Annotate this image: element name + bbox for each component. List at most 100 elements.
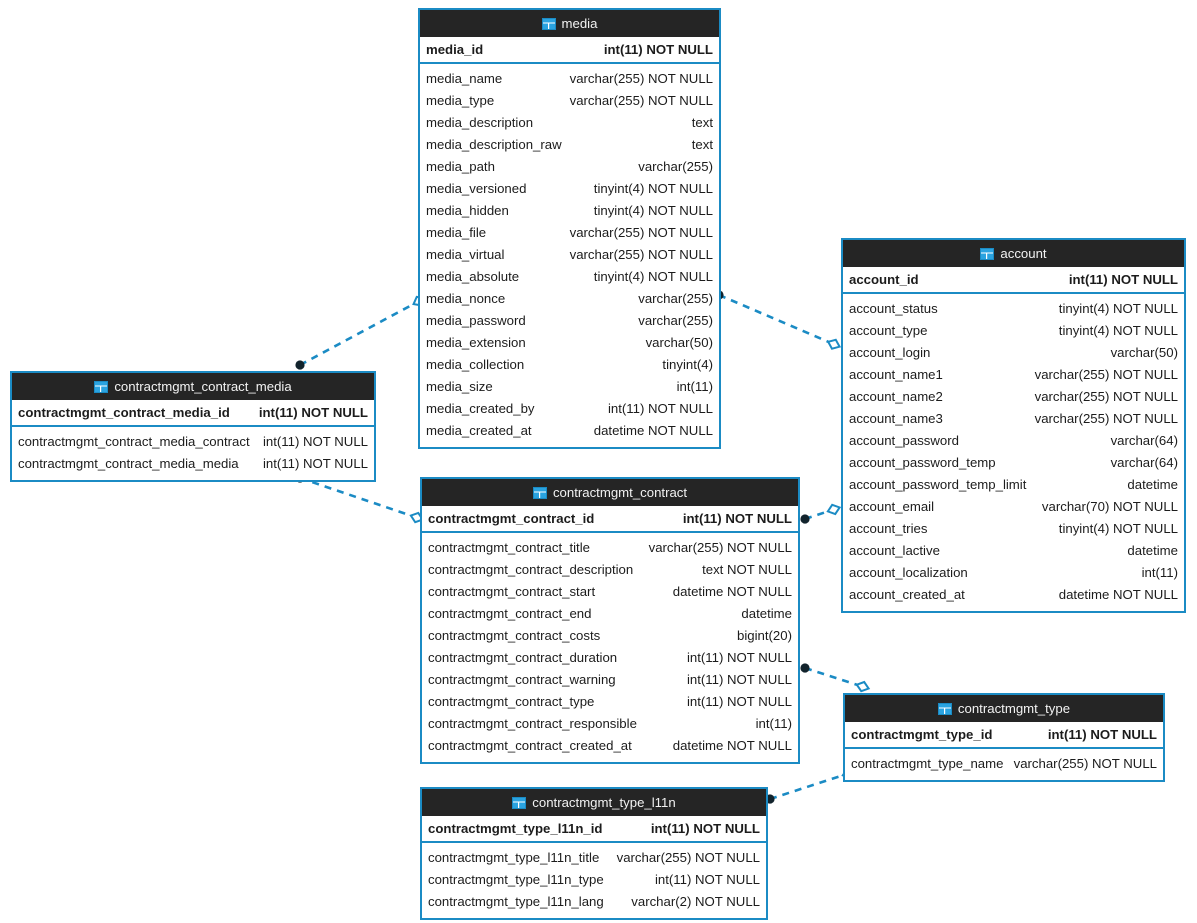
primary-key-type: int(11) NOT NULL bbox=[258, 404, 368, 420]
field-type: varchar(255) bbox=[638, 313, 713, 329]
entity-header-contractmgmt_type_l11n[interactable]: contractmgmt_type_l11n bbox=[422, 789, 766, 816]
field-type: varchar(2) NOT NULL bbox=[631, 894, 760, 910]
field-name: account_password_temp_limit bbox=[849, 477, 1027, 493]
field-name: contractmgmt_type_l11n_lang bbox=[428, 894, 604, 910]
entity-header-media[interactable]: media bbox=[420, 10, 719, 37]
field-name: account_created_at bbox=[849, 587, 965, 603]
field-row[interactable]: account_status tinyint(4) NOT NULL bbox=[843, 298, 1184, 320]
field-type: datetime NOT NULL bbox=[593, 423, 713, 439]
rel-contract-media-to-media[interactable] bbox=[295, 294, 426, 370]
field-type: varchar(255) NOT NULL bbox=[569, 225, 713, 241]
field-type: varchar(70) NOT NULL bbox=[1041, 499, 1178, 515]
rel-contract-to-account[interactable] bbox=[800, 503, 842, 524]
entity-contractmgmt_contract_media[interactable]: contractmgmt_contract_media contractmgmt_… bbox=[10, 371, 376, 482]
field-name: account_status bbox=[849, 301, 938, 317]
entity-title: contractmgmt_contract_media bbox=[114, 378, 292, 394]
primary-key-name: media_id bbox=[426, 41, 484, 57]
entity-header-contractmgmt_contract[interactable]: contractmgmt_contract bbox=[422, 479, 798, 506]
field-name: account_tries bbox=[849, 521, 928, 537]
field-row[interactable]: account_password_temp_limit datetime bbox=[843, 474, 1184, 496]
entity-header-account[interactable]: account bbox=[843, 240, 1184, 267]
relation-dot-endpoint bbox=[800, 514, 810, 524]
field-type: tinyint(4) bbox=[662, 357, 713, 373]
table-icon bbox=[980, 247, 995, 260]
field-name: media_file bbox=[426, 225, 487, 241]
relation-diamond-endpoint bbox=[855, 680, 871, 693]
entity-header-contractmgmt_type[interactable]: contractmgmt_type bbox=[845, 695, 1163, 722]
field-name: media_size bbox=[426, 379, 493, 395]
field-type: varchar(255) NOT NULL bbox=[648, 540, 792, 556]
rel-contract-to-type[interactable] bbox=[800, 663, 871, 693]
field-type: varchar(255) bbox=[638, 291, 713, 307]
field-type: tinyint(4) NOT NULL bbox=[1058, 323, 1178, 339]
field-type: datetime NOT NULL bbox=[672, 738, 792, 754]
primary-key-name: account_id bbox=[849, 271, 919, 287]
field-row[interactable]: media_file varchar(255) NOT NULL bbox=[420, 222, 719, 244]
relation-diamond-endpoint bbox=[826, 503, 842, 516]
relation-line bbox=[804, 509, 830, 521]
rel-media-to-account[interactable] bbox=[714, 290, 842, 351]
field-name: media_path bbox=[426, 159, 495, 175]
field-type: tinyint(4) NOT NULL bbox=[1058, 301, 1178, 317]
field-type: varchar(255) NOT NULL bbox=[569, 71, 713, 87]
entity-header-contractmgmt_contract_media[interactable]: contractmgmt_contract_media bbox=[12, 373, 374, 400]
field-type: datetime bbox=[1127, 477, 1178, 493]
field-row[interactable]: contractmgmt_type_l11n_lang varchar(2) NO… bbox=[422, 891, 766, 913]
field-name: contractmgmt_type_l11n_title bbox=[428, 850, 600, 866]
